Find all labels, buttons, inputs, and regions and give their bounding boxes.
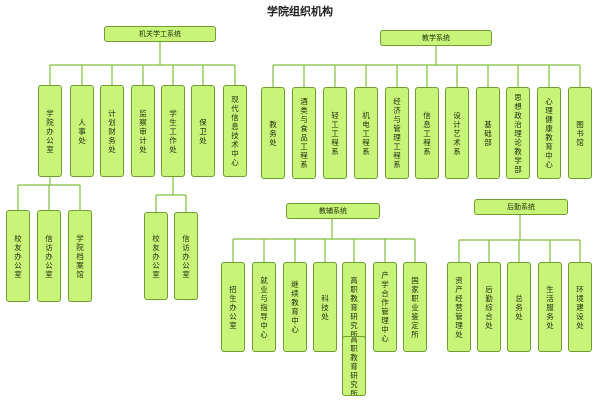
jiguan-sub-xueyuan-0: 校友办公室 (6, 210, 30, 302)
jiguan-unit-6: 现代信息技术中心 (223, 85, 247, 177)
jiguan-sub-xueyuan-1: 信访办公室 (37, 210, 61, 302)
houqin-unit-1: 后勤综合处 (477, 262, 501, 352)
jiguan-unit-5: 保卫处 (191, 85, 215, 177)
jiaoxue-unit-0: 教务处 (261, 87, 285, 179)
jiaofu-unit-6-label: 国家职业鉴定所 (411, 275, 419, 339)
houqin-unit-3: 生活服务处 (538, 262, 562, 352)
jiaoxue-unit-1-label: 酒类与食品工程系 (300, 97, 308, 169)
jiaoxue-unit-8: 思想政治理论教学部 (506, 87, 530, 179)
jiaofu-unit-0: 招生办公室 (221, 262, 245, 352)
jiaoxue-unit-4: 经济与管理工程系 (385, 87, 409, 179)
jiaoxue-unit-7: 基础部 (476, 87, 500, 179)
houqin-unit-1-label: 后勤综合处 (485, 284, 493, 330)
jiguan-unit-6-label: 现代信息技术中心 (231, 95, 239, 167)
jiguan-sub-xueyuan-0-label: 校友办公室 (14, 233, 22, 279)
jiguan-sub-xuesheng-0: 校友办公室 (144, 212, 168, 300)
jiaofu-sub-gaozhi-0: 高职教育研究所 (342, 336, 366, 396)
group-jiaoxue: 教学系统 (380, 30, 492, 46)
jiaoxue-unit-2: 轻工工程系 (323, 87, 347, 179)
jiguan-unit-3: 监察审计处 (131, 85, 155, 177)
jiaoxue-unit-5: 信息工程系 (415, 87, 439, 179)
jiguan-sub-xuesheng-1: 信访办公室 (174, 212, 198, 300)
group-houqin-label: 后勤系统 (507, 203, 535, 211)
jiaofu-sub-gaozhi-0-label: 高职教育研究所 (350, 336, 358, 396)
jiguan-unit-3-label: 监察审计处 (139, 108, 147, 154)
group-jiguan: 机关学工系统 (104, 26, 216, 42)
jiaofu-unit-5-label: 产学合作管理中心 (381, 271, 389, 343)
jiguan-unit-2: 计划财务处 (100, 85, 124, 177)
jiguan-unit-4-label: 学生工作处 (169, 108, 177, 154)
group-jiaofu: 教辅系统 (286, 203, 380, 219)
jiguan-unit-0: 学院办公室 (38, 85, 62, 177)
group-jiaoxue-label: 教学系统 (422, 34, 450, 42)
houqin-unit-3-label: 生活服务处 (546, 284, 554, 330)
jiguan-unit-2-label: 计划财务处 (108, 108, 116, 154)
jiaoxue-unit-10-label: 图书馆 (576, 119, 584, 147)
jiaofu-unit-6: 国家职业鉴定所 (403, 262, 427, 352)
jiaoxue-unit-9: 心理健康教育中心 (537, 87, 561, 179)
jiguan-sub-xueyuan-2-label: 学院档案馆 (76, 233, 84, 279)
jiaoxue-unit-9-label: 心理健康教育中心 (545, 97, 553, 169)
jiguan-unit-1-label: 人事处 (78, 117, 86, 145)
houqin-unit-4-label: 环境建设处 (576, 284, 584, 330)
jiguan-sub-xuesheng-0-label: 校友办公室 (152, 233, 160, 279)
jiaofu-unit-5: 产学合作管理中心 (373, 262, 397, 352)
jiaoxue-unit-6-label: 设计艺术系 (453, 110, 461, 156)
jiaofu-unit-2: 继续教育中心 (283, 262, 307, 352)
jiaofu-unit-0-label: 招生办公室 (229, 284, 237, 330)
jiaoxue-unit-6: 设计艺术系 (445, 87, 469, 179)
jiguan-unit-5-label: 保卫处 (199, 117, 207, 145)
jiaofu-unit-3: 科技处 (313, 262, 337, 352)
jiaoxue-unit-2-label: 轻工工程系 (331, 110, 339, 156)
jiaoxue-unit-4-label: 经济与管理工程系 (393, 97, 401, 169)
jiguan-sub-xueyuan-1-label: 信访办公室 (45, 233, 53, 279)
houqin-unit-2-label: 总务处 (515, 293, 523, 321)
jiguan-unit-1: 人事处 (70, 85, 94, 177)
jiaofu-unit-1-label: 就业与指导中心 (260, 275, 268, 339)
jiaoxue-unit-8-label: 思想政治理论教学部 (514, 92, 522, 174)
jiaoxue-unit-7-label: 基础部 (484, 119, 492, 147)
jiaoxue-unit-0-label: 教务处 (269, 119, 277, 147)
jiaofu-unit-3-label: 科技处 (321, 293, 329, 321)
jiaoxue-unit-3-label: 机电工程系 (362, 110, 370, 156)
jiaofu-unit-4-label: 高职教育研究所 (350, 275, 358, 339)
jiaoxue-unit-5-label: 信息工程系 (423, 110, 431, 156)
jiaoxue-unit-3: 机电工程系 (354, 87, 378, 179)
houqin-unit-0-label: 资产经营管理处 (455, 275, 463, 339)
page-title: 学院组织机构 (267, 5, 333, 18)
group-jiguan-label: 机关学工系统 (139, 30, 181, 38)
houqin-unit-0: 资产经营管理处 (447, 262, 471, 352)
houqin-unit-2: 总务处 (507, 262, 531, 352)
jiguan-unit-4: 学生工作处 (161, 85, 185, 177)
group-jiaofu-label: 教辅系统 (319, 207, 347, 215)
jiaoxue-unit-10: 图书馆 (568, 87, 592, 179)
group-houqin: 后勤系统 (474, 199, 568, 215)
houqin-unit-4: 环境建设处 (568, 262, 592, 352)
jiguan-sub-xuesheng-1-label: 信访办公室 (182, 233, 190, 279)
jiaoxue-unit-1: 酒类与食品工程系 (292, 87, 316, 179)
jiaofu-unit-2-label: 继续教育中心 (291, 280, 299, 334)
jiguan-sub-xueyuan-2: 学院档案馆 (68, 210, 92, 302)
jiguan-unit-0-label: 学院办公室 (46, 108, 54, 154)
jiaofu-unit-1: 就业与指导中心 (252, 262, 276, 352)
